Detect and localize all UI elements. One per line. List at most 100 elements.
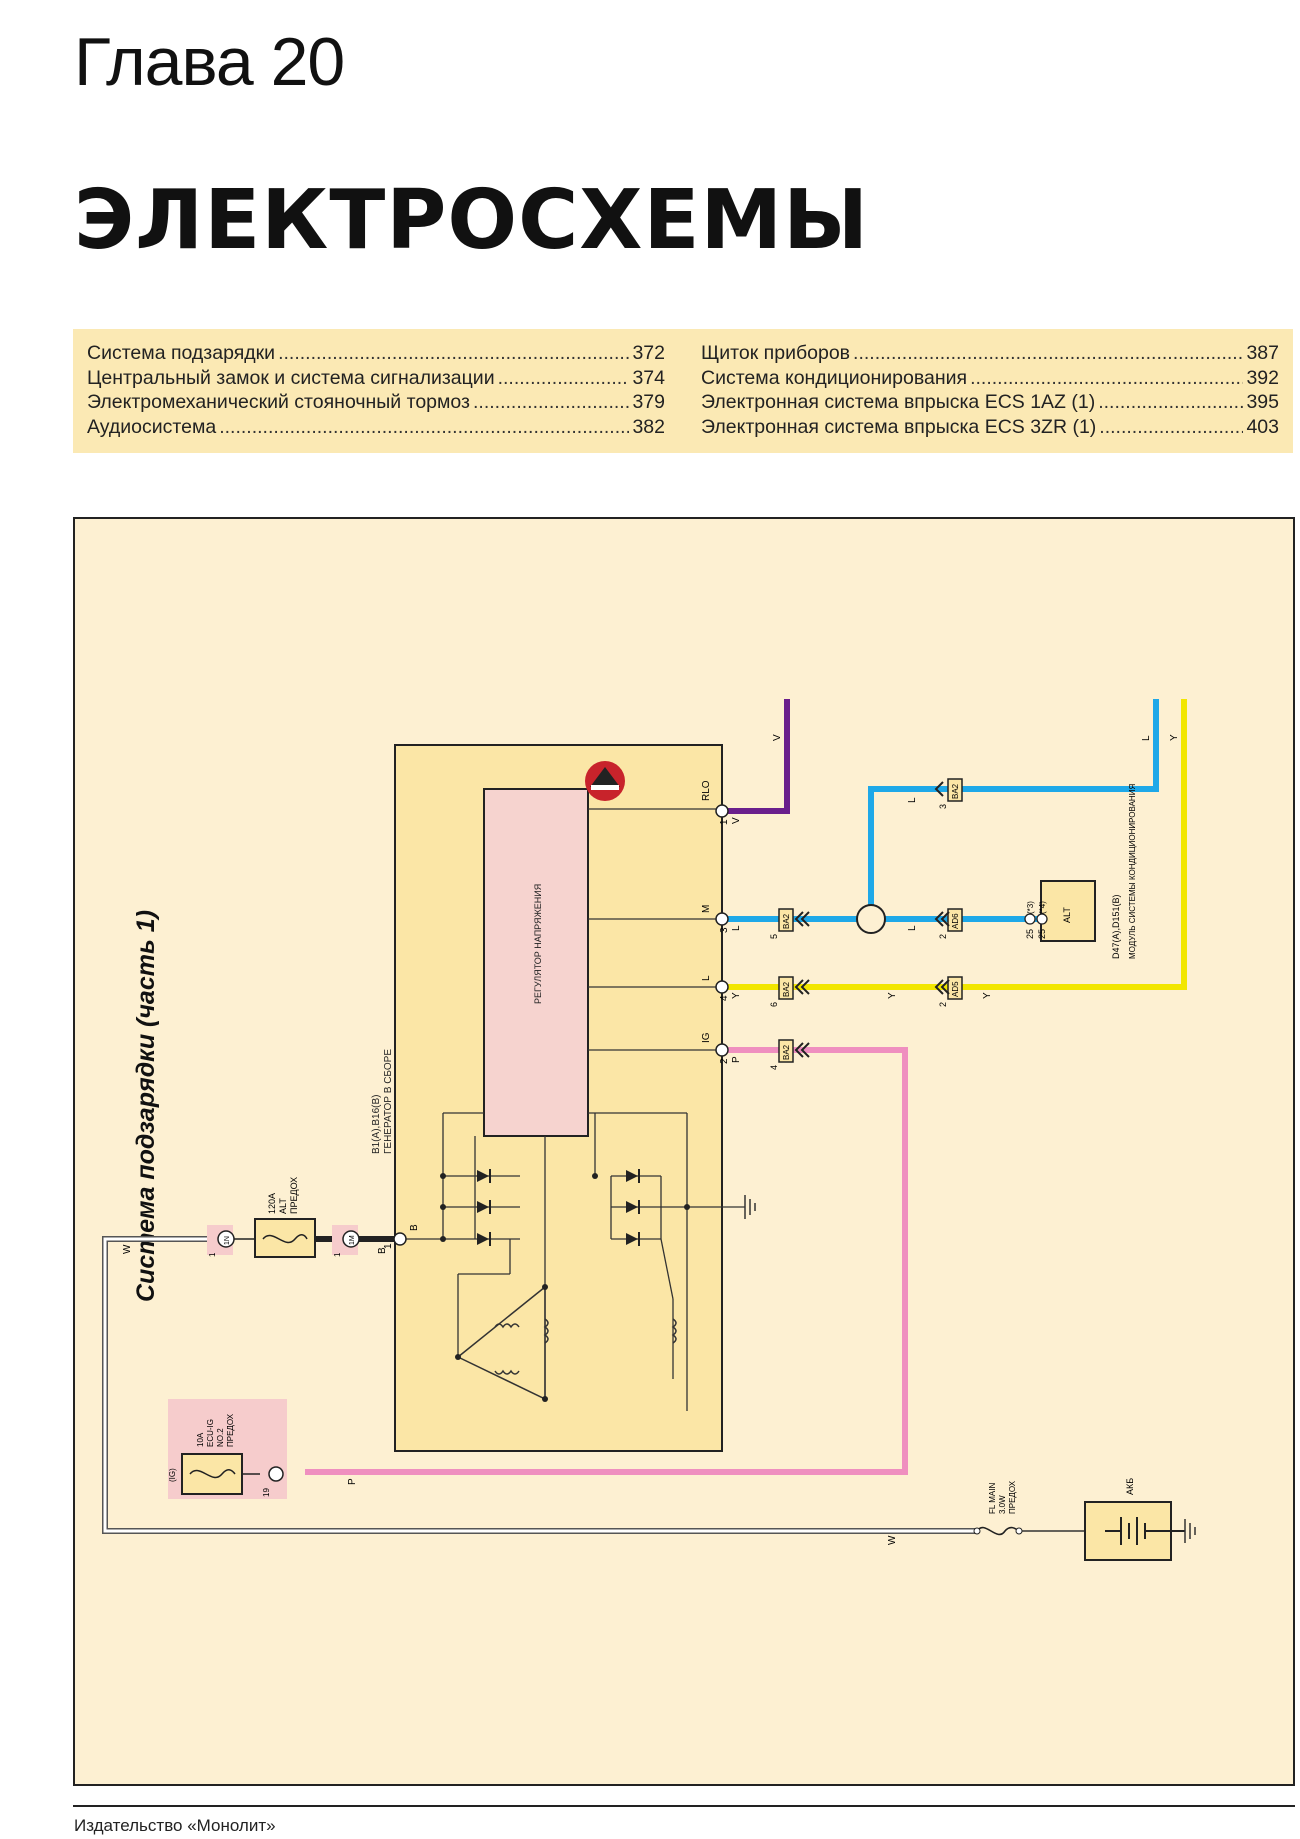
pin-l-number: 4 [719,995,730,1001]
ecu-fuse-name: ECU-IG [206,1419,215,1447]
connector-ad6-pin: 2 [938,934,948,939]
connector-ad5-pin: 2 [938,1002,948,1007]
connector-boxes [778,778,963,1063]
wire-pink-ig [305,1047,908,1475]
fuse-ecu-icon [189,1469,236,1479]
wire-b-label: B [377,1247,388,1254]
toc-item[interactable]: Электронная система впрыска ECS 3ZR (1) 4… [701,415,1279,440]
toc-item-page: 382 [632,415,665,438]
toc-leader [219,415,629,440]
toc-leader [278,341,629,366]
connector-ba2-ig-pin: 4 [769,1065,779,1070]
pin-rlo-label: RLO [701,780,712,801]
toc-leader [1099,415,1243,440]
pin-ig-label: IG [701,1032,712,1043]
toc-leader [473,390,629,415]
alt-fuse-place: ПРЕДОХ [289,1177,299,1214]
connector-19-label: 19 [262,1488,271,1497]
wire-blue-m [727,699,1159,922]
pin-rlo-number: 1 [719,819,730,825]
pin-l-label: L [701,975,712,981]
toc-item-page: 372 [632,342,665,364]
connector-1n-label: 1N [224,1236,231,1245]
wire-v-label-b: V [731,817,742,824]
connector-ba2-m-pin: 5 [769,934,779,939]
toc-item-label: Аудиосистема [87,415,217,438]
toc-item-page: 395 [1246,391,1279,413]
connector-ba2-l: BA2 [782,981,791,997]
toc-item[interactable]: Электронная система впрыска ECS 1AZ (1)3… [701,390,1279,415]
battery-icon [1105,1517,1185,1545]
pin-m-number: 3 [719,927,730,933]
ac-module-name: МОДУЛЬ СИСТЕМЫ КОНДИЦИОНИРОВАНИЯ [1128,784,1137,959]
toc-item-page: 392 [1246,366,1279,389]
pin-b-label: B [409,1224,420,1231]
pin-ig-number: 2 [719,1058,730,1064]
regulator-label: РЕГУЛЯТОР НАПРЯЖЕНИЯ [533,884,543,1004]
connector-ba2-rlo: BA2 [951,783,960,799]
toc-column-right: Щиток приборов387 Система кондиционирова… [701,341,1279,439]
toc-leader [498,366,630,391]
wire-y-label-d: Y [982,992,993,999]
toc-item[interactable]: Щиток приборов387 [701,341,1279,366]
table-of-contents: Система подзарядки 372 Центральный замок … [73,329,1293,453]
alt-fuse-name: ALT [278,1198,288,1214]
toc-column-left: Система подзарядки 372 Центральный замок … [87,341,665,439]
toc-item-label: Электронная система впрыска ECS 3ZR (1) [701,415,1097,438]
ground-icon [744,1195,756,1219]
toc-leader [1098,390,1243,415]
toc-leader [853,341,1243,366]
wire-splice-icon [856,904,886,934]
connector-ba2-ig: BA2 [782,1044,791,1060]
connector-1m-pin: 1 [333,1252,342,1257]
wire-w-label-b: W [887,1535,898,1545]
toc-item[interactable]: Система подзарядки 372 [87,341,665,366]
ecu-fuse-rating: 10A [196,1432,205,1447]
rectifier-diodes [477,1169,640,1246]
wire-l-label-b: L [731,925,742,931]
fl-main-place: ПРЕДОХ [1008,1480,1017,1514]
fl-main-fuse-icon [976,1526,1020,1536]
ecu-fuse-number: NO.2 [216,1428,225,1447]
chapter-heading: Глава 20 [74,24,345,100]
wire-y-label-b: Y [731,992,742,999]
generator-code-label: B1(A),B16(B) [371,1095,382,1154]
wire-violet-rlo [727,699,790,814]
connector-ba2-l-pin: 6 [769,1002,779,1007]
ac-module-pin-a: 25 [1025,929,1035,939]
wire-l-label: L [1141,735,1152,741]
connector-ad5: AD5 [951,981,960,997]
toc-item[interactable]: Центральный замок и система сигнализации… [87,366,665,391]
fuse-icon [262,1234,308,1244]
voltage-regulator-block [483,788,589,1137]
toc-leader [970,366,1243,391]
connector-ba2-m: BA2 [782,913,791,929]
pin-m-label: M [701,905,712,913]
ac-module-box [1040,880,1096,942]
toc-item-label: Система подзарядки [87,342,276,364]
battery-label: АКБ [1125,1478,1135,1495]
publisher-footer: Издательство «Монолит» [74,1816,276,1835]
wire-white-main-core [103,1237,975,1533]
toc-item[interactable]: Электромеханический стояночный тормоз379 [87,390,665,415]
toc-item-page: 379 [632,391,665,413]
ecu-fuse-place: ПРЕДОХ [226,1413,235,1447]
battery-ground-icon [1184,1519,1196,1543]
pin-b-number: 1 [383,1243,394,1249]
wire-w-label: W [122,1244,133,1254]
wire-l-label-c: L [907,797,918,803]
wire-yellow-l [727,699,1187,990]
ac-module-code: D47(A),D151(B) [1111,894,1121,959]
wire-p-label-b: P [347,1478,358,1485]
stator-winding-icon [457,1286,677,1400]
wire-y-label: Y [1169,734,1180,741]
toc-item-label: Центральный замок и система сигнализации [87,366,495,389]
generator-name-label: ГЕНЕРАТОР В СБОРЕ [383,1049,394,1154]
toc-item[interactable]: Система кондиционирования392 [701,366,1279,391]
connector-ad6: AD6 [951,913,960,929]
toc-item[interactable]: Аудиосистема 382 [87,415,665,440]
wire-p-label: P [731,1056,742,1063]
ac-module-pin-b: 25 [1037,929,1047,939]
toc-item-page: 403 [1246,415,1279,438]
footer-divider [73,1805,1295,1807]
